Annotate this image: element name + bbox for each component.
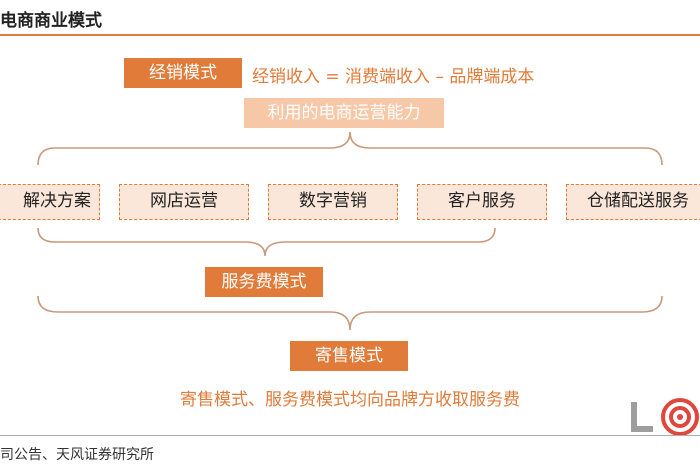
distribution-model-box: 经销模式 — [124, 58, 242, 88]
footer-divider — [0, 435, 700, 436]
distribution-formula: 经销收入 = 消费端收入 – 品牌端成本 — [252, 67, 535, 87]
title-underline — [0, 34, 700, 36]
caption-note: 寄售模式、服务费模式均向品牌方收取服务费 — [180, 390, 520, 410]
source-note: 司公告、天风证券研究所 — [0, 447, 154, 463]
capability-solutions: 解决方案 — [0, 184, 100, 220]
capability-header-box: 利用的电商运营能力 — [244, 98, 444, 128]
capability-online-store: 网店运营 — [119, 184, 249, 220]
capability-digital-marketing: 数字营销 — [268, 184, 398, 220]
service-fee-model-box: 服务费模式 — [205, 267, 323, 297]
page-title: 电商商业模式 — [0, 11, 102, 31]
capability-warehouse-delivery: 仓储配送服务 — [566, 184, 700, 220]
capability-customer-service: 客户服务 — [417, 184, 547, 220]
consignment-model-box: 寄售模式 — [290, 341, 408, 371]
